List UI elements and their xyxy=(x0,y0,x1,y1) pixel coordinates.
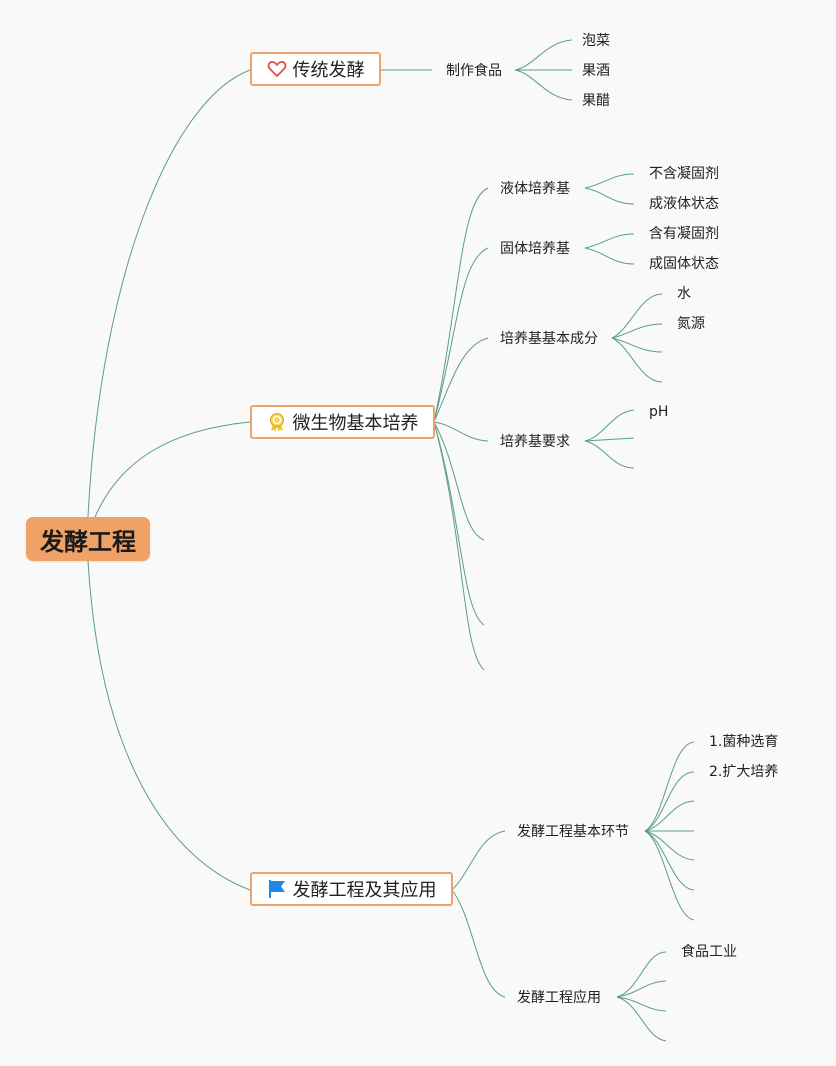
subtopic-basic-steps[interactable]: 发酵工程基本环节 xyxy=(517,824,629,840)
flag-icon xyxy=(267,879,287,899)
connector-step-leaf-6 xyxy=(644,830,695,891)
leaf-nitrogen-source[interactable]: 氮源 xyxy=(677,316,705,332)
leaf-strain-selection[interactable]: 1.菌种选育 xyxy=(709,734,779,750)
connector-root-application xyxy=(87,560,251,891)
connector-root-traditional xyxy=(87,69,251,518)
connector-req-leaf-3 xyxy=(584,440,635,469)
connector-step-leaf-1 xyxy=(644,741,695,832)
connector-app-sub-2 xyxy=(451,889,506,998)
connector-liquid-leaf-2 xyxy=(584,187,635,205)
leaf-ph[interactable]: pH xyxy=(649,404,669,420)
connector-micro-sub-1 xyxy=(433,187,489,423)
leaf-pickles[interactable]: 泡菜 xyxy=(582,33,610,49)
connector-comp-leaf-1 xyxy=(611,293,663,339)
leaf-liquid-state[interactable]: 成液体状态 xyxy=(649,196,719,212)
connector-step-leaf-5 xyxy=(644,830,695,861)
leaf-solid-state[interactable]: 成固体状态 xyxy=(649,256,719,272)
heart-icon xyxy=(267,59,287,79)
connector-req-leaf-1 xyxy=(584,409,635,442)
topic-label: 传统发酵 xyxy=(292,60,365,81)
topic-label: 微生物基本培养 xyxy=(292,413,419,434)
subtopic-make-food[interactable]: 制作食品 xyxy=(446,63,502,79)
subtopic-basic-components[interactable]: 培养基基本成分 xyxy=(500,331,598,347)
connector-trad-leaf-1 xyxy=(514,39,573,71)
leaf-no-coagulant[interactable]: 不含凝固剂 xyxy=(649,166,719,182)
topic-microbe-culture[interactable]: 微生物基本培养 xyxy=(250,405,435,439)
connector-solid-leaf-1 xyxy=(584,233,635,249)
root-topic[interactable]: 发酵工程 xyxy=(26,517,150,561)
connector-app-sub-1 xyxy=(451,830,506,891)
leaf-water[interactable]: 水 xyxy=(677,286,691,302)
connector-use-leaf-3 xyxy=(616,996,667,1012)
connector-use-leaf-2 xyxy=(616,980,667,998)
connector-micro-sub-2 xyxy=(433,247,489,423)
connector-micro-sub-4 xyxy=(433,421,489,442)
subtopic-solid-medium[interactable]: 固体培养基 xyxy=(500,241,570,257)
connector-step-leaf-2 xyxy=(644,771,695,832)
topic-label: 发酵工程及其应用 xyxy=(292,880,437,901)
topic-fermentation-application[interactable]: 发酵工程及其应用 xyxy=(250,872,453,906)
connector-use-leaf-4 xyxy=(616,996,667,1042)
leaf-scale-up-culture[interactable]: 2.扩大培养 xyxy=(709,764,779,780)
award-ribbon-icon xyxy=(267,412,287,432)
connector-solid-leaf-2 xyxy=(584,247,635,265)
subtopic-medium-requirements[interactable]: 培养基要求 xyxy=(500,434,570,450)
subtopic-applications[interactable]: 发酵工程应用 xyxy=(517,990,601,1006)
connector-micro-sub-7 xyxy=(433,421,485,671)
leaf-with-coagulant[interactable]: 含有凝固剂 xyxy=(649,226,719,242)
connector-liquid-leaf-1 xyxy=(584,173,635,189)
connector-req-leaf-2 xyxy=(584,437,635,442)
connector-micro-sub-5 xyxy=(433,421,485,541)
connector-use-leaf-1 xyxy=(616,951,667,998)
topic-traditional-fermentation[interactable]: 传统发酵 xyxy=(250,52,381,86)
leaf-fruit-vinegar[interactable]: 果醋 xyxy=(582,93,610,109)
connector-comp-leaf-3 xyxy=(611,337,663,353)
connector-micro-sub-3 xyxy=(433,337,489,423)
subtopic-liquid-medium[interactable]: 液体培养基 xyxy=(500,181,570,197)
connector-step-leaf-7 xyxy=(644,830,695,921)
connector-micro-sub-6 xyxy=(433,421,485,626)
connector-comp-leaf-4 xyxy=(611,337,663,383)
connector-comp-leaf-2 xyxy=(611,323,663,339)
connector-root-microbe xyxy=(94,421,251,518)
leaf-fruit-wine[interactable]: 果酒 xyxy=(582,63,610,79)
leaf-food-industry[interactable]: 食品工业 xyxy=(681,944,737,960)
connector-trad-leaf-3 xyxy=(514,69,573,101)
connector-step-leaf-3 xyxy=(644,800,695,832)
